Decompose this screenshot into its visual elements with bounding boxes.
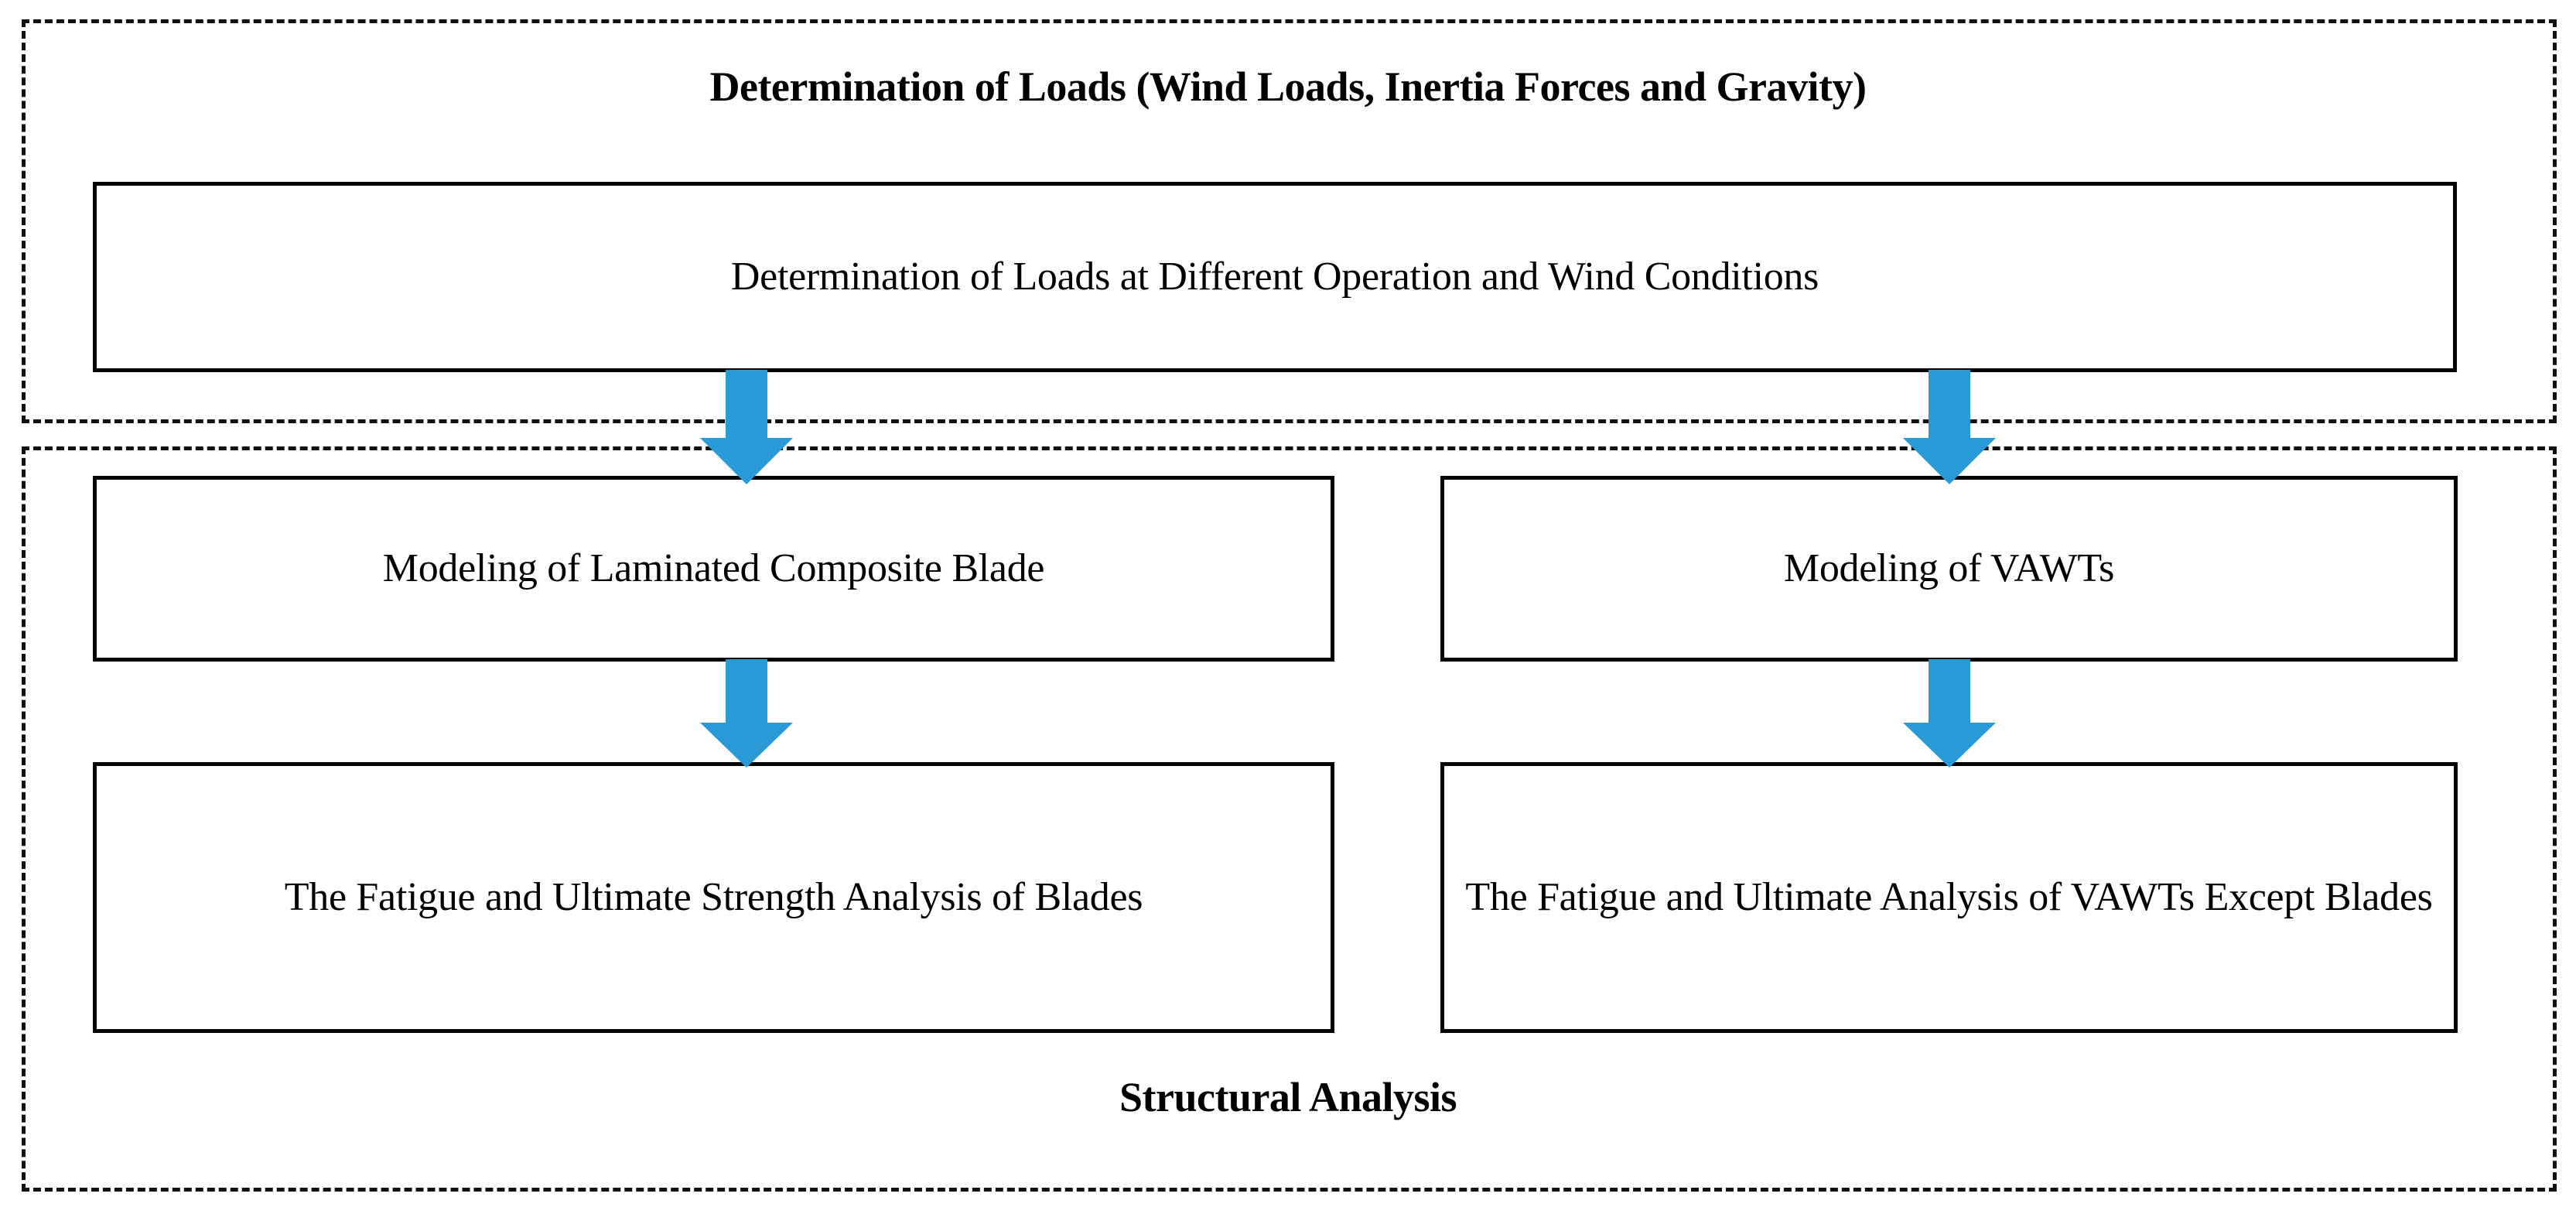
group-title-determination-of-loads: Determination of Loads (Wind Loads, Iner… <box>709 63 1867 110</box>
down-arrow-icon <box>1903 370 1996 484</box>
box-label: Determination of Loads at Different Oper… <box>730 255 1819 299</box>
box-modeling-of-laminated-composite-blade: Modeling of Laminated Composite Blade <box>93 476 1334 662</box>
group-title-structural-analysis: Structural Analysis <box>1119 1074 1457 1120</box>
down-arrow-icon <box>700 370 793 484</box>
group-structural-analysis <box>22 446 2557 1192</box>
down-arrow-icon <box>700 659 793 768</box>
box-modeling-of-vawts: Modeling of VAWTs <box>1440 476 2458 662</box>
group-determination-of-loads <box>22 19 2557 423</box>
box-fatigue-and-ultimate-analysis-of-vawts-except-blades: The Fatigue and Ultimate Analysis of VAW… <box>1440 762 2458 1033</box>
box-label: The Fatigue and Ultimate Analysis of VAW… <box>1465 875 2433 920</box>
box-label: Modeling of VAWTs <box>1783 546 2115 591</box>
box-label: The Fatigue and Ultimate Strength Analys… <box>284 875 1143 920</box>
box-fatigue-and-ultimate-strength-analysis-of-blades: The Fatigue and Ultimate Strength Analys… <box>93 762 1334 1033</box>
down-arrow-icon <box>1903 659 1996 768</box>
box-label: Modeling of Laminated Composite Blade <box>382 546 1045 591</box>
box-determination-of-loads-conditions: Determination of Loads at Different Oper… <box>93 182 2457 372</box>
